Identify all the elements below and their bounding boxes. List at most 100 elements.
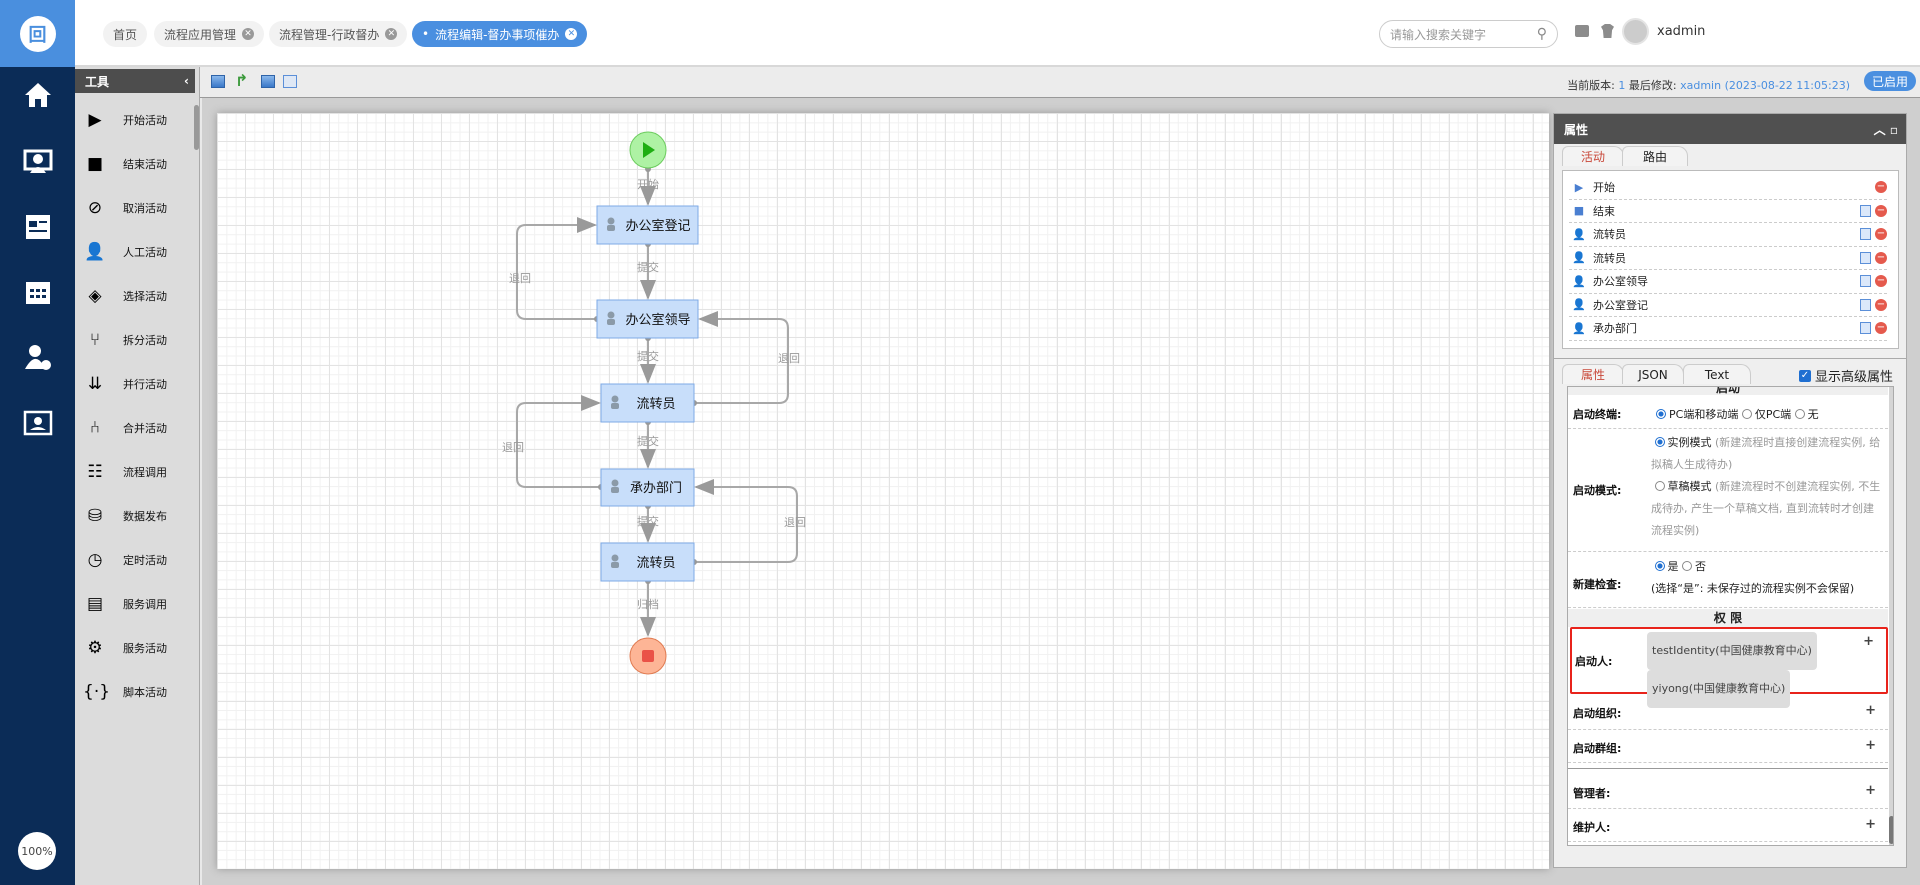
news-icon[interactable] <box>0 207 75 247</box>
app-logo[interactable]: 回 <box>0 0 75 67</box>
node-label: 办公室登记 <box>625 218 690 234</box>
activity-node[interactable]: 办公室领导 <box>596 299 699 339</box>
starter-chip[interactable]: testIdentity(中国健康教育中心) <box>1647 632 1817 670</box>
radio[interactable] <box>1654 481 1665 491</box>
flow-canvas[interactable]: 开始 提交 提交 提交 提交 归档 退回 退回 退回 退回 办公室登记 办公室领… <box>217 113 1549 869</box>
tab-attributes[interactable]: 属性 <box>1562 364 1624 384</box>
tools-scrollbar[interactable] <box>194 105 199 150</box>
activity-list-item[interactable]: 👤办公室领导− <box>1569 270 1887 294</box>
message-icon[interactable] <box>1575 25 1589 37</box>
tab-app-management[interactable]: 流程应用管理✕ <box>154 21 265 47</box>
save-as-icon[interactable] <box>261 75 275 88</box>
radio-selected[interactable] <box>1656 409 1666 419</box>
activity-list-item[interactable]: 👤办公室登记− <box>1569 294 1887 317</box>
show-advanced-toggle[interactable]: ✓显示高级属性 <box>1799 366 1893 385</box>
flow-back-3[interactable] <box>516 395 601 488</box>
tool-item[interactable]: ⑂拆分活动 <box>83 325 195 355</box>
flow-back-2[interactable] <box>694 311 789 404</box>
tab-flow-editor[interactable]: •流程编辑-督办事项催办✕ <box>412 21 588 47</box>
mode-radio-group[interactable]: 实例模式 (新建流程时直接创建流程实例, 给拟稿人生成待办) 草稿模式 (新建流… <box>1651 432 1883 542</box>
tab-activities[interactable]: 活动 <box>1562 146 1624 166</box>
zoom-level[interactable]: 100% <box>18 832 56 870</box>
tool-item[interactable]: 👤人工活动 <box>83 237 195 267</box>
delete-icon[interactable]: − <box>1875 251 1887 264</box>
copy-icon[interactable] <box>1860 298 1871 311</box>
collapse-icon[interactable]: ︿ <box>1873 122 1886 137</box>
delete-icon[interactable]: − <box>1875 322 1887 335</box>
home-icon[interactable] <box>0 75 75 115</box>
tool-item[interactable]: ⛁数据发布 <box>83 501 195 531</box>
service-icon[interactable] <box>0 403 75 443</box>
add-icon[interactable]: + <box>1865 738 1876 753</box>
tool-item[interactable]: ⚙服务活动 <box>83 633 195 663</box>
tool-item[interactable]: {·}脚本活动 <box>83 677 195 707</box>
properties-view-icon[interactable] <box>283 75 297 88</box>
delete-icon[interactable]: − <box>1875 228 1887 241</box>
username[interactable]: xadmin <box>1657 24 1706 39</box>
tab-flow-management[interactable]: 流程管理-行政督办✕ <box>269 21 408 47</box>
check-radio-group[interactable]: 是 否 (选择“是”: 未保存过的流程实例不会保留) <box>1651 556 1854 600</box>
flow-back-4[interactable] <box>694 479 798 563</box>
add-icon[interactable]: + <box>1865 783 1876 798</box>
avatar[interactable] <box>1622 18 1649 45</box>
maximize-icon[interactable]: ▫ <box>1889 122 1898 137</box>
close-icon[interactable]: ✕ <box>385 28 398 40</box>
calendar-icon[interactable] <box>0 272 75 312</box>
terminal-radio-group[interactable]: PC端和移动端 仅PC端 无 <box>1656 406 1819 422</box>
activity-list-item[interactable]: ▶开始− <box>1569 176 1887 200</box>
activity-list-item[interactable]: 👤流转员− <box>1569 223 1887 247</box>
activity-list-item[interactable]: 👤流转员− <box>1569 247 1887 270</box>
activity-list-item[interactable]: 👤承办部门− <box>1569 317 1887 341</box>
delete-icon[interactable]: − <box>1875 275 1887 288</box>
tool-item[interactable]: ▤服务调用 <box>83 589 195 619</box>
delete-icon[interactable]: − <box>1875 204 1887 217</box>
user-settings-icon[interactable] <box>0 338 75 378</box>
close-icon[interactable]: ✕ <box>242 28 255 40</box>
tool-item[interactable]: ◈选择活动 <box>83 281 195 311</box>
copy-icon[interactable] <box>1860 228 1871 241</box>
monitor-user-icon[interactable] <box>0 142 75 182</box>
tab-json[interactable]: JSON <box>1622 364 1684 384</box>
add-icon[interactable]: + <box>1865 817 1876 832</box>
tool-item[interactable]: ■结束活动 <box>83 149 195 179</box>
save-icon[interactable] <box>211 75 225 88</box>
radio[interactable] <box>1794 409 1805 419</box>
search-input[interactable]: 请输入搜索关键字⚲ <box>1379 20 1558 48</box>
form-scrollbar-thumb[interactable] <box>1889 816 1893 844</box>
copy-icon[interactable] <box>1860 275 1871 288</box>
copy-icon[interactable] <box>1860 204 1871 217</box>
end-node[interactable] <box>629 637 667 675</box>
collapse-icon[interactable]: ‹ <box>184 74 189 88</box>
branch-icon[interactable]: ↱ <box>235 71 249 90</box>
start-node[interactable] <box>629 131 667 169</box>
checkbox-checked-icon[interactable]: ✓ <box>1799 369 1811 382</box>
flow-back-1[interactable] <box>516 217 597 320</box>
radio-selected[interactable] <box>1654 561 1665 571</box>
search-icon[interactable]: ⚲ <box>1536 26 1547 42</box>
copy-icon[interactable] <box>1860 322 1871 335</box>
add-icon[interactable]: + <box>1863 634 1874 649</box>
radio[interactable] <box>1682 561 1692 571</box>
close-icon[interactable]: ✕ <box>565 28 578 40</box>
delete-icon[interactable]: − <box>1875 181 1887 194</box>
copy-icon[interactable] <box>1860 251 1871 264</box>
radio-selected[interactable] <box>1654 437 1665 447</box>
theme-shirt-icon[interactable] <box>1601 24 1614 38</box>
activity-list-item[interactable]: ■结束− <box>1569 200 1887 223</box>
status-badge[interactable]: 已启用 <box>1863 71 1916 91</box>
tool-item[interactable]: ▶开始活动 <box>83 105 195 135</box>
tab-routes[interactable]: 路由 <box>1622 146 1688 166</box>
form-scrollbar-track[interactable] <box>1889 387 1893 845</box>
tool-item[interactable]: ⇊并行活动 <box>83 369 195 399</box>
delete-icon[interactable]: − <box>1875 298 1887 311</box>
tool-item[interactable]: ☷流程调用 <box>83 457 195 487</box>
activity-node[interactable]: 办公室登记 <box>596 205 699 245</box>
starter-chip[interactable]: yiyong(中国健康教育中心) <box>1647 670 1791 708</box>
tool-item[interactable]: ◷定时活动 <box>83 545 195 575</box>
tab-text[interactable]: Text <box>1683 364 1751 384</box>
tab-home[interactable]: 首页 <box>103 21 148 47</box>
radio[interactable] <box>1741 409 1752 419</box>
tool-item[interactable]: ⑃合并活动 <box>83 413 195 443</box>
add-icon[interactable]: + <box>1865 703 1876 718</box>
tool-item[interactable]: ⊘取消活动 <box>83 193 195 223</box>
